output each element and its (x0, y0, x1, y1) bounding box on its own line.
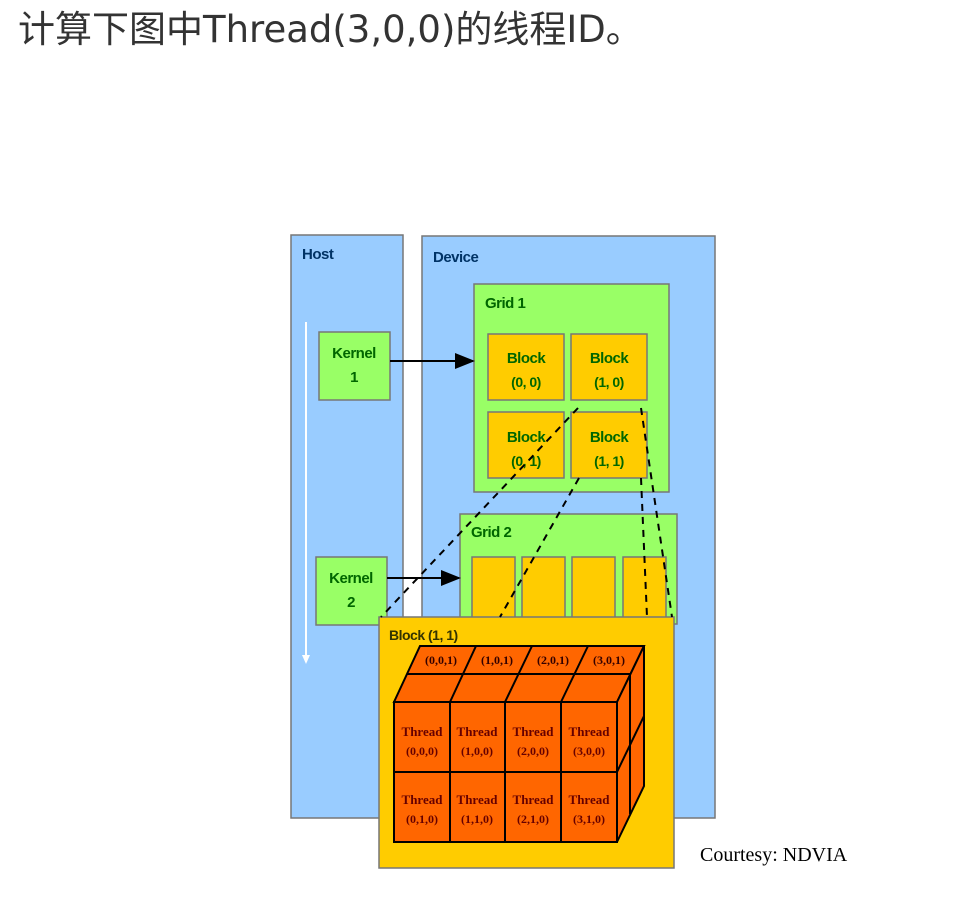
thread-0-1-0: (0,1,0) (406, 812, 438, 826)
thread-0-0-0: (0,0,0) (406, 744, 438, 758)
thread-label-0-0-1: (0,0,1) (425, 653, 457, 667)
grid1-block-1-1: Block (1, 1) (570, 411, 648, 479)
timeline-arrow-icon (302, 655, 310, 664)
zoom-dashed-lines (380, 407, 673, 618)
svg-text:Thread: Thread (513, 792, 555, 807)
svg-text:Block: Block (507, 350, 547, 367)
thread-1-1-0: (1,1,0) (461, 812, 493, 826)
svg-text:Thread: Thread (569, 792, 611, 807)
grid1-block-0-0: Block (0, 0) (487, 333, 565, 401)
svg-text:Thread: Thread (513, 724, 555, 739)
kernel-2-line1: Kernel (329, 570, 373, 587)
kernel-1-line2: 1 (350, 369, 358, 386)
block-1-1-zoom: Block (1, 1) (0,0,1) (1,0,1) (2,0,1) (3,… (378, 616, 675, 869)
thread-2-1-0: (2,1,0) (517, 812, 549, 826)
svg-text:Block: Block (590, 429, 630, 446)
svg-text:(1, 0): (1, 0) (594, 374, 624, 390)
grid1-block-1-0: Block (1, 0) (570, 333, 648, 401)
grid2-block (471, 556, 516, 622)
svg-text:Thread: Thread (402, 724, 444, 739)
device-label: Device (433, 249, 479, 266)
kernel-1-line1: Kernel (332, 345, 376, 362)
thread-3-1-0: (3,1,0) (573, 812, 605, 826)
grid2-block (571, 556, 616, 622)
svg-text:(0, 0): (0, 0) (511, 374, 541, 390)
thread-1-0-0: (1,0,0) (461, 744, 493, 758)
svg-text:(0, 1): (0, 1) (511, 453, 541, 469)
courtesy-text: Courtesy: NDVIA (700, 844, 848, 866)
grid2-block (622, 556, 667, 622)
grid-1: Grid 1 Block (0, 0) Block (1, 0) Block (… (473, 283, 670, 493)
thread-label-1-0-1: (1,0,1) (481, 653, 513, 667)
thread-2-0-0: (2,0,0) (517, 744, 549, 758)
thread-label-2-0-1: (2,0,1) (537, 653, 569, 667)
kernel-2-box: Kernel 2 (315, 556, 388, 626)
question-text: 计算下图中Thread(3,0,0)的线程ID。 (18, 8, 643, 51)
grid1-block-0-1: Block (0, 1) (487, 411, 565, 479)
host-label: Host (302, 246, 334, 263)
kernel-2-line2: 2 (347, 594, 355, 611)
svg-text:Thread: Thread (457, 792, 499, 807)
svg-text:(1, 1): (1, 1) (594, 453, 624, 469)
svg-text:Thread: Thread (457, 724, 499, 739)
grid2-block (521, 556, 566, 622)
block-zoom-label: Block (1, 1) (389, 627, 458, 643)
grid-2: Grid 2 (459, 513, 678, 625)
grid-2-label: Grid 2 (471, 524, 512, 541)
kernel-1-box: Kernel 1 (318, 331, 391, 401)
svg-text:Thread: Thread (569, 724, 611, 739)
svg-text:Thread: Thread (402, 792, 444, 807)
thread-label-3-0-1: (3,0,1) (593, 653, 625, 667)
svg-text:Block: Block (590, 350, 630, 367)
thread-3-0-0: (3,0,0) (573, 744, 605, 758)
grid-1-label: Grid 1 (485, 295, 526, 312)
svg-text:Block: Block (507, 429, 547, 446)
